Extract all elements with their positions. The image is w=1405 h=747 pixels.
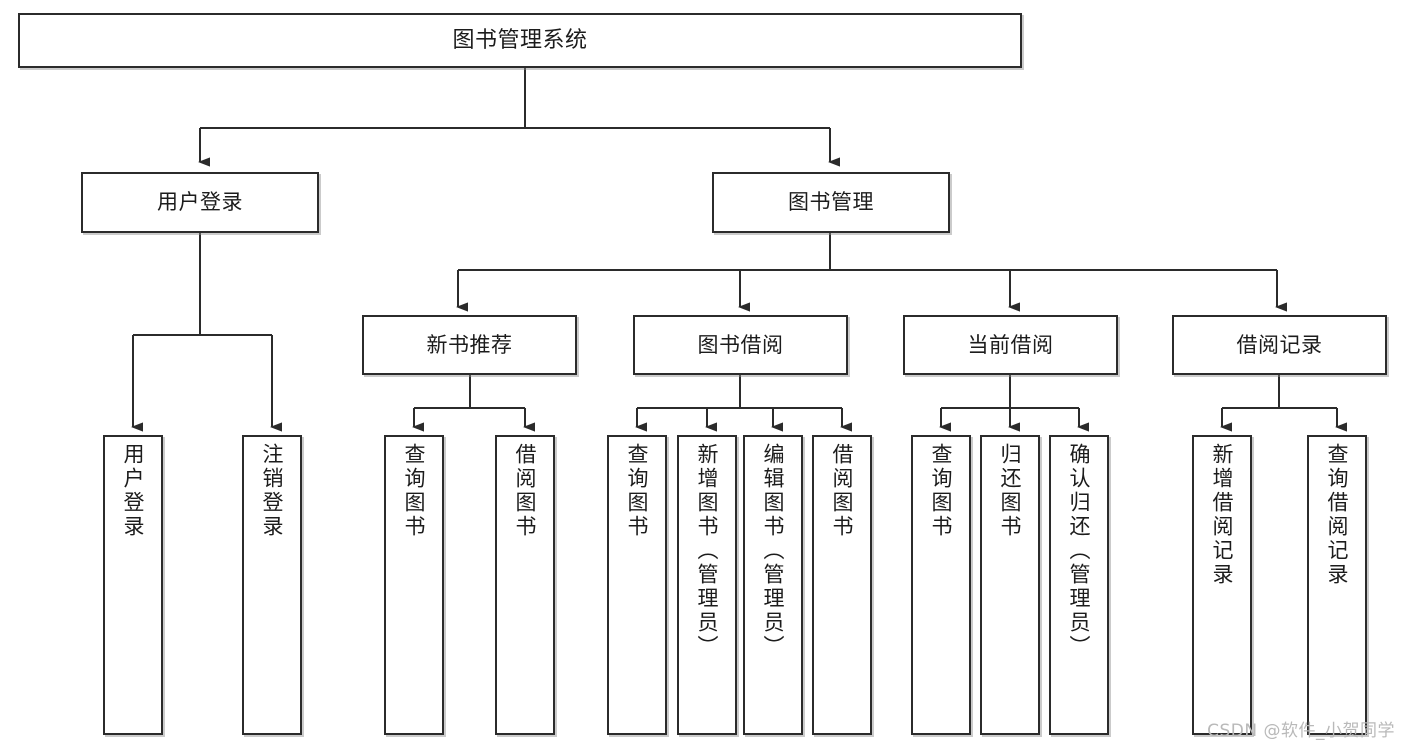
csdn-watermark: CSDN @软件_小贺同学 — [1207, 721, 1395, 741]
node-label: 查询图书 — [402, 443, 427, 539]
leaf-add-record[interactable]: 新增借阅记录 — [1192, 435, 1252, 735]
node-label: 借阅图书 — [513, 443, 538, 539]
node-label: 新书推荐 — [426, 332, 513, 357]
node-label: 新增图书（管理员） — [695, 443, 720, 659]
node-current-borrow[interactable]: 当前借阅 — [903, 315, 1118, 375]
node-book-borrow[interactable]: 图书借阅 — [633, 315, 848, 375]
node-label: 归还图书 — [998, 443, 1023, 539]
leaf-query-record[interactable]: 查询借阅记录 — [1307, 435, 1367, 735]
node-borrow-record[interactable]: 借阅记录 — [1172, 315, 1387, 375]
leaf-edit-book[interactable]: 编辑图书（管理员） — [743, 435, 803, 735]
node-root-system[interactable]: 图书管理系统 — [18, 13, 1022, 68]
node-label: 用户登录 — [157, 190, 243, 215]
leaf-add-book[interactable]: 新增图书（管理员） — [677, 435, 737, 735]
node-label: 确认归还（管理员） — [1067, 443, 1092, 659]
node-label: 图书管理 — [788, 190, 874, 215]
leaf-query-book-1[interactable]: 查询图书 — [384, 435, 444, 735]
leaf-return-book[interactable]: 归还图书 — [980, 435, 1040, 735]
leaf-user-login[interactable]: 用户登录 — [103, 435, 163, 735]
node-label: 注销登录 — [260, 443, 285, 539]
node-label: 用户登录 — [121, 443, 146, 539]
node-label: 借阅图书 — [830, 443, 855, 539]
node-label: 图书管理系统 — [452, 27, 588, 53]
node-label: 查询图书 — [929, 443, 954, 539]
node-new-book-recommend[interactable]: 新书推荐 — [362, 315, 577, 375]
node-label: 查询图书 — [625, 443, 650, 539]
leaf-confirm-return[interactable]: 确认归还（管理员） — [1049, 435, 1109, 735]
leaf-borrow-book-1[interactable]: 借阅图书 — [495, 435, 555, 735]
node-label: 新增借阅记录 — [1210, 443, 1235, 587]
leaf-borrow-book-2[interactable]: 借阅图书 — [812, 435, 872, 735]
leaf-query-book-3[interactable]: 查询图书 — [911, 435, 971, 735]
node-label: 当前借阅 — [967, 332, 1054, 357]
node-label: 图书借阅 — [697, 332, 784, 357]
node-user-login[interactable]: 用户登录 — [81, 172, 319, 233]
leaf-logout-login[interactable]: 注销登录 — [242, 435, 302, 735]
leaf-query-book-2[interactable]: 查询图书 — [607, 435, 667, 735]
node-label: 编辑图书（管理员） — [761, 443, 786, 659]
node-label: 借阅记录 — [1236, 332, 1323, 357]
node-label: 查询借阅记录 — [1325, 443, 1350, 587]
node-book-management[interactable]: 图书管理 — [712, 172, 950, 233]
